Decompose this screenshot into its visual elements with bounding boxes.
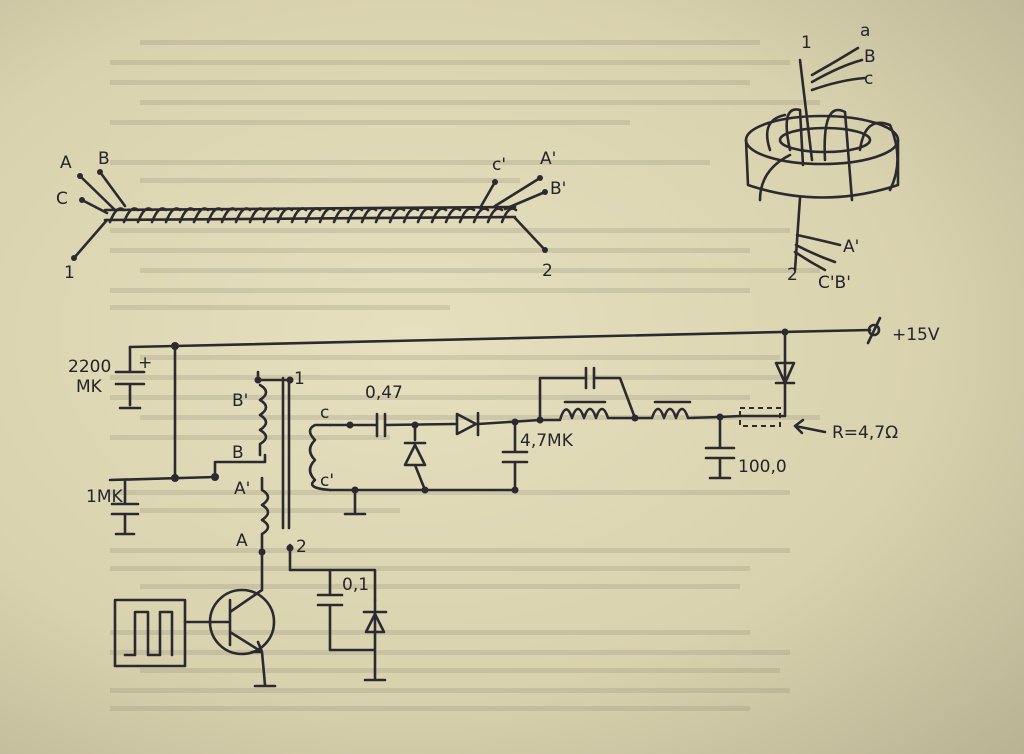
winding-b: B <box>232 443 244 463</box>
print-line <box>140 415 820 420</box>
print-line <box>110 248 750 253</box>
print-line <box>110 288 750 293</box>
cable-label-c-prime: c' <box>492 155 506 175</box>
supply-label: +15V <box>892 325 940 345</box>
cable-label-b: B <box>98 149 110 169</box>
print-line <box>140 268 820 273</box>
toroid-label-a-prime: A' <box>843 237 859 257</box>
print-line <box>110 630 750 635</box>
background-print <box>110 40 820 711</box>
cable-label-2: 2 <box>542 261 553 281</box>
toroid-label-cb: C'B' <box>818 273 851 293</box>
print-line <box>110 688 790 693</box>
resistor-label: R=4,7Ω <box>832 423 898 443</box>
print-line <box>110 650 790 655</box>
print-line <box>140 508 400 513</box>
print-line <box>110 395 750 400</box>
winding-c: c <box>320 403 329 423</box>
print-line <box>110 228 790 233</box>
print-line <box>140 178 520 183</box>
print-line <box>110 548 790 553</box>
winding-a: A <box>236 531 248 551</box>
toroid-label-b: B <box>864 47 876 67</box>
twisted-cable: A B C 1 c' A' B' 2 <box>56 149 566 283</box>
pin-2: 2 <box>296 537 307 557</box>
pin-1: 1 <box>294 369 305 389</box>
toroid-label-2: 2 <box>787 265 798 285</box>
winding-b-prime: B' <box>232 391 248 411</box>
print-line <box>140 668 780 673</box>
toroid-label-c: c <box>864 69 873 89</box>
winding-c-prime: c' <box>320 471 334 491</box>
schematic: +15V + 2200 MK 1MK B' B A' A 1 2 0,1 c c… <box>68 316 940 688</box>
print-line <box>110 305 450 310</box>
print-line <box>110 375 790 380</box>
print-line <box>140 584 740 589</box>
c-bulk-unit: MK <box>76 377 103 397</box>
c-bulk-label: 2200 <box>68 357 111 377</box>
cable-label-b-prime: B' <box>550 179 566 199</box>
print-line <box>110 490 790 495</box>
print-line <box>110 706 750 711</box>
toroid-label-1: 1 <box>801 33 812 53</box>
toroid-transformer: 1 a B c A' 2 C'B' <box>744 21 900 293</box>
print-line <box>140 40 760 45</box>
c-coupling-label: 0,47 <box>365 383 403 403</box>
cable-label-c: C <box>56 189 68 209</box>
c-snub-label: 0,1 <box>342 575 369 595</box>
square-wave-generator <box>113 598 187 668</box>
cable-label-a-prime: A' <box>540 149 556 169</box>
print-line <box>110 60 790 65</box>
cable-label-1: 1 <box>64 263 75 283</box>
print-line <box>110 120 630 125</box>
print-line <box>110 80 750 85</box>
winding-a-prime: A' <box>234 479 250 499</box>
c-out-label: 100,0 <box>738 457 787 477</box>
plus-sign: + <box>138 353 152 373</box>
print-line <box>110 566 750 571</box>
c-small-label: 1MK <box>86 487 123 507</box>
print-line <box>110 160 710 165</box>
toroid-label-a: a <box>860 21 870 41</box>
c-mid-label: 4,7MK <box>520 431 574 451</box>
print-line <box>140 355 780 360</box>
print-line <box>140 100 820 105</box>
print-line <box>110 435 390 440</box>
cable-label-a: A <box>60 153 72 173</box>
